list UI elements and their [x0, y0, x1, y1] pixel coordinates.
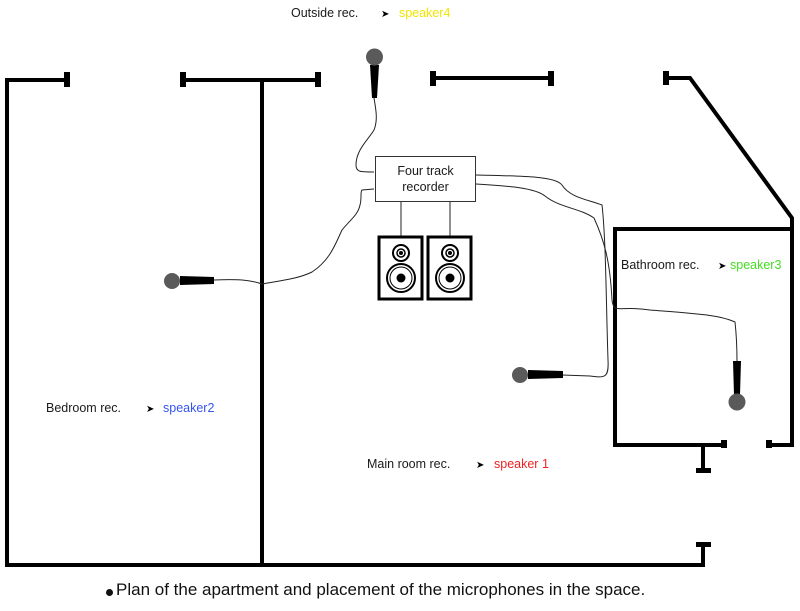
caption-text: Plan of the apartment and placement of t… [116, 580, 646, 599]
bathroom-microphone-icon [728, 361, 746, 411]
speaker2-label: speaker2 [163, 401, 215, 415]
bullet-icon [106, 589, 113, 596]
cable-main [475, 174, 609, 378]
wall-bottom [5, 543, 705, 567]
wall-caps [64, 71, 772, 547]
speaker3-label: speaker3 [730, 258, 782, 272]
cable-outside [355, 97, 377, 173]
wall-left-outer [5, 78, 69, 567]
cable-bedroom [213, 188, 375, 285]
wall-right-slanted [664, 76, 794, 447]
walls [5, 76, 794, 567]
main-room-microphone-icon [512, 367, 563, 383]
four-track-recorder: Four track recorder [375, 156, 476, 202]
arrow-icon: ➤ [381, 9, 390, 20]
cables [213, 97, 738, 378]
cable-bathroom [475, 183, 738, 363]
bedroom-recording-label: Bedroom rec. [46, 401, 122, 415]
arrow-icon: ➤ [146, 404, 155, 415]
speaker1-label: speaker 1 [494, 457, 549, 471]
wall-bathroom [613, 227, 794, 447]
speaker-right [426, 235, 473, 301]
caption: Plan of the apartment and placement of t… [106, 580, 645, 600]
arrow-icon: ➤ [718, 261, 727, 272]
bathroom-recording-label: Bathroom rec. [621, 258, 700, 272]
outside-microphone-icon [366, 48, 383, 98]
speaker-left [377, 235, 424, 301]
arrow-icon: ➤ [476, 460, 485, 471]
main-room-recording-label: Main room rec. [367, 457, 451, 471]
speaker4-label: speaker4 [399, 6, 451, 20]
recorder-label-line1: Four track [397, 164, 454, 178]
bedroom-microphone-icon [164, 273, 214, 289]
recorder-label-line2: recorder [402, 180, 449, 194]
outside-recording-label: Outside rec. [291, 6, 359, 20]
